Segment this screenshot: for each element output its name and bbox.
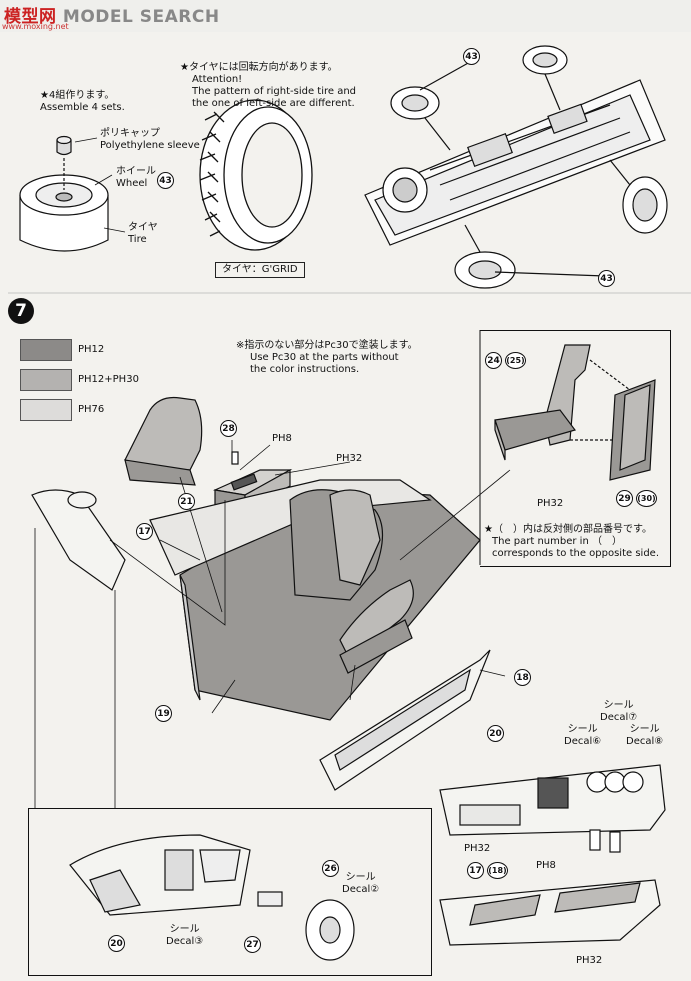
step6-leader-lines (74, 137, 126, 233)
color-label-ph8-trim: PH8 (536, 860, 556, 871)
tire-tread-drawing (199, 99, 313, 251)
part-number-20-dash: 20 (108, 935, 125, 952)
tire-name-box: タイヤ：G'GRID (215, 262, 305, 278)
seat-exploded-drawing (494, 344, 656, 481)
seat-detail-box (480, 330, 671, 567)
decal-3-label: シール Decal③ (166, 924, 204, 947)
polycap-label: ポリキャップ Polyethylene sleeve (100, 128, 200, 151)
door-panel-drawing (319, 649, 491, 791)
watermark-site: www.moxing.net (2, 22, 69, 31)
part-number-43-bottom: 43 (598, 270, 615, 287)
legend-item: PH12 (20, 339, 139, 361)
part-number-26: 26 (322, 860, 339, 877)
door-trim-drawing (439, 879, 661, 946)
swatch-medium (20, 369, 72, 391)
rotation-note: ★タイヤには回転方向があります。 Attention! The pattern … (180, 62, 357, 109)
part-number-28: 28 (220, 420, 237, 437)
color-label-ph32-panel: PH32 (464, 843, 491, 854)
dashboard-side-drawing (31, 489, 126, 591)
part-number-24: 24 (485, 352, 502, 369)
swatch-dark (20, 339, 72, 361)
part-number-17-trim: 17 (467, 862, 484, 879)
tire-label: タイヤ Tire (128, 222, 158, 245)
legend-item: PH76 (20, 399, 139, 421)
color-legend: PH12 PH12+PH30 PH76 (20, 339, 139, 421)
part-number-43-top: 43 (463, 48, 480, 65)
part-number-29: 29 (616, 490, 633, 507)
legend-item: PH12+PH30 (20, 369, 139, 391)
dashboard-detail-box (28, 808, 432, 976)
part-number-18: 18 (514, 669, 531, 686)
watermark-brand: 模型网 MODEL SEARCH (4, 7, 220, 27)
color-label-ph32: PH32 (336, 453, 363, 464)
paint-note: ※指示のない部分はPc30で塗装します。 Use Pc30 at the par… (236, 340, 418, 375)
color-label-ph32-trim: PH32 (576, 955, 603, 966)
decal-6-label: シール Decal⑥ (564, 724, 602, 747)
part-number-27: 27 (244, 936, 261, 953)
part-number-21: 21 (178, 493, 195, 510)
color-label-ph32-seat: PH32 (537, 498, 564, 509)
part-number-19: 19 (155, 705, 172, 722)
chassis-drawing (364, 45, 668, 289)
part-number-18-trim: (18) (487, 862, 508, 879)
swatch-light (20, 399, 72, 421)
watermark-bar (0, 0, 691, 32)
decal-7-label: シール Decal⑦ (600, 700, 638, 723)
decal-2-label: シール Decal② (342, 872, 380, 895)
part-number-30: (30) (636, 490, 657, 507)
step-number: 7 (8, 298, 34, 324)
dashboard-closeup-drawing (69, 834, 355, 961)
interior-tub-drawing (149, 479, 481, 721)
part-number-25: (25) (505, 352, 526, 369)
color-label-ph8: PH8 (272, 433, 292, 444)
instrument-panel-drawing (439, 764, 666, 853)
wheel-label: ホイール Wheel (116, 166, 156, 189)
assemble-note: ★4組作ります。 Assemble 4 sets. (40, 90, 125, 113)
decal-8-label: シール Decal⑧ (626, 724, 664, 747)
watermark-logo-text: 模型网 (4, 7, 57, 27)
part-number-43: 43 (157, 172, 174, 189)
opposite-note: ★（ ）内は反対側の部品番号です。 The part number in （ ）… (484, 524, 659, 559)
wheel-assembly-drawing (19, 135, 109, 252)
front-seat-left-drawing (124, 396, 203, 486)
part-number-17: 17 (136, 523, 153, 540)
part-number-20-panel: 20 (487, 725, 504, 742)
